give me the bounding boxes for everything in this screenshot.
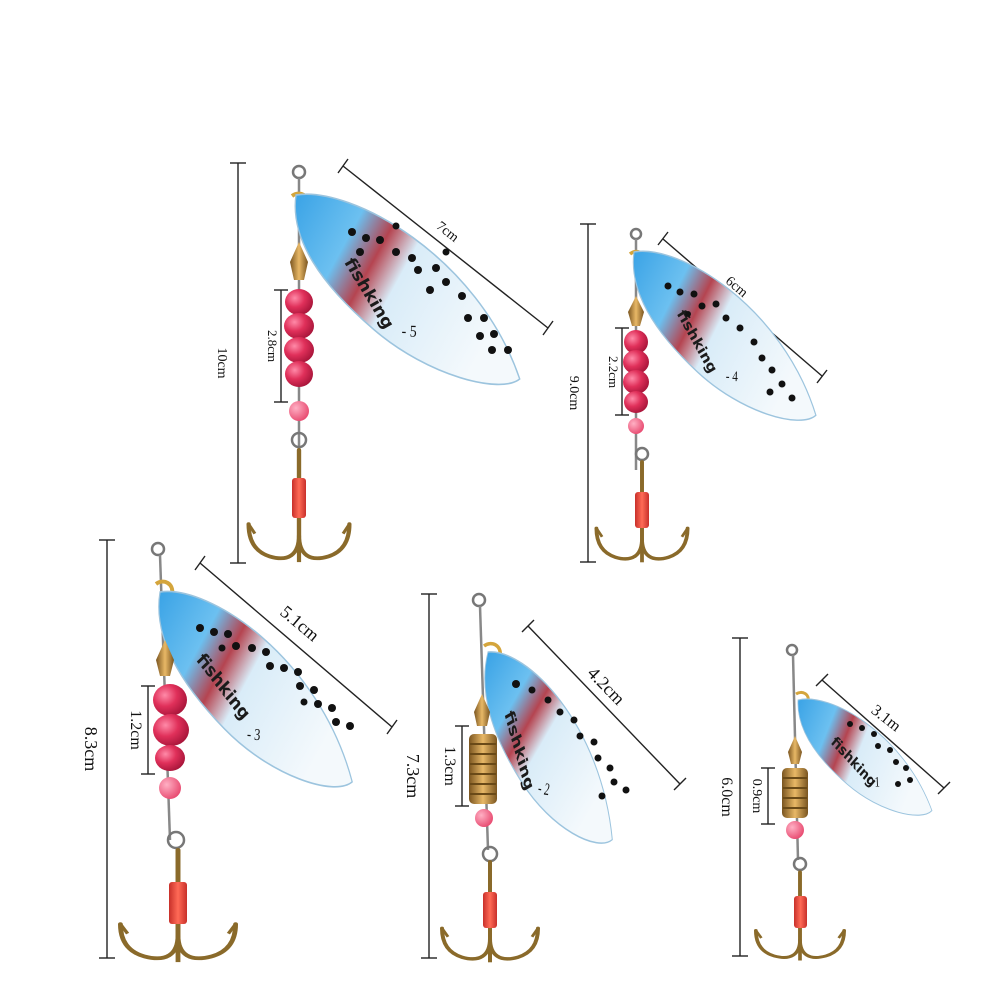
blade-length-label: 7cm bbox=[433, 219, 461, 246]
blade-length-label: 4.2cm bbox=[584, 663, 629, 709]
spinner-blade: fishking - 1 bbox=[797, 694, 933, 820]
total-length-label: 9.0cm bbox=[566, 376, 581, 411]
dimension-tick bbox=[386, 719, 398, 735]
dimension-tick bbox=[542, 320, 554, 336]
blade-dots bbox=[196, 624, 354, 730]
dimension-line-blade bbox=[199, 562, 393, 728]
spring-body bbox=[469, 734, 497, 827]
body-length-label: 1.3cm bbox=[441, 746, 458, 786]
dimension-line-blade bbox=[527, 625, 681, 785]
body-beads bbox=[153, 684, 189, 799]
blade-size-text: - 5 bbox=[401, 322, 417, 341]
swivel-eye bbox=[150, 541, 166, 557]
body-length-label: 2.2cm bbox=[606, 356, 621, 388]
swivel-eye bbox=[291, 164, 307, 180]
hook-tube bbox=[635, 492, 649, 528]
hook-eye bbox=[481, 845, 499, 863]
hook-tube bbox=[169, 882, 187, 924]
total-length-label: 7.3cm bbox=[403, 754, 423, 799]
blade-size-text: - 2 bbox=[537, 779, 552, 800]
total-length-label: 8.3cm bbox=[81, 727, 101, 772]
brass-cone bbox=[788, 736, 802, 764]
lure-size-1: 6.0cm 0.9cm 3.1m fishking - 1 bbox=[718, 637, 951, 963]
body-length-label: 1.2cm bbox=[127, 710, 144, 750]
wire-shaft bbox=[478, 605, 490, 851]
spinner-blade: fishking - 5 bbox=[288, 192, 527, 387]
brass-cone bbox=[628, 296, 644, 326]
blade-dots bbox=[348, 222, 512, 354]
dimension-line-blade bbox=[821, 679, 945, 789]
swivel-eye bbox=[629, 227, 643, 241]
dimension-tick bbox=[816, 369, 828, 384]
hook-tube bbox=[794, 896, 807, 928]
dimension-tick bbox=[521, 619, 535, 633]
total-length-label: 6.0cm bbox=[718, 777, 735, 817]
dimension-tick bbox=[937, 781, 951, 795]
hook-tube bbox=[483, 892, 497, 928]
dimension-tick bbox=[673, 777, 687, 791]
brass-cone bbox=[156, 640, 174, 676]
hook-eye bbox=[290, 431, 308, 449]
blade-size-text: - 4 bbox=[725, 367, 738, 384]
blade-size-text: - 3 bbox=[246, 726, 261, 745]
dimension-line-blade bbox=[342, 165, 549, 329]
swivel-eye bbox=[785, 643, 799, 657]
hook-eye bbox=[792, 856, 808, 872]
lure-size-4: 9.0cm 2.2cm 6cm fishking - 4 bbox=[566, 223, 828, 565]
lure-size-5: 10cm 2.8cm 7cm fishking - 5 bbox=[214, 158, 554, 563]
body-length-label: 2.8cm bbox=[265, 330, 280, 362]
body-beads bbox=[284, 289, 314, 421]
blade-length-label: 5.1cm bbox=[276, 601, 323, 645]
dimension-tick bbox=[194, 555, 206, 571]
hook-eye bbox=[634, 446, 650, 462]
lure-size-3: 8.3cm 1.2cm 5.1cm fishking - 3 bbox=[81, 539, 398, 962]
brass-cone bbox=[474, 694, 490, 726]
body-length-label: 0.9cm bbox=[749, 779, 764, 814]
spring-body bbox=[782, 768, 808, 839]
dimension-tick bbox=[815, 673, 829, 687]
lure-size-2: 7.3cm 1.3cm 4.2cm fishking - 2 bbox=[403, 592, 687, 965]
blade-dots bbox=[664, 282, 796, 402]
hook-eye bbox=[166, 830, 186, 850]
swivel-eye bbox=[471, 592, 487, 608]
dimension-tick bbox=[657, 231, 669, 246]
hook-tube bbox=[292, 478, 306, 518]
dimension-tick bbox=[337, 158, 349, 174]
blade-dots bbox=[512, 680, 630, 800]
blade-size-text: - 1 bbox=[868, 774, 880, 790]
body-beads bbox=[623, 330, 649, 434]
total-length-label: 10cm bbox=[214, 347, 229, 378]
brass-cone bbox=[290, 242, 308, 280]
blade-dots bbox=[847, 721, 913, 787]
